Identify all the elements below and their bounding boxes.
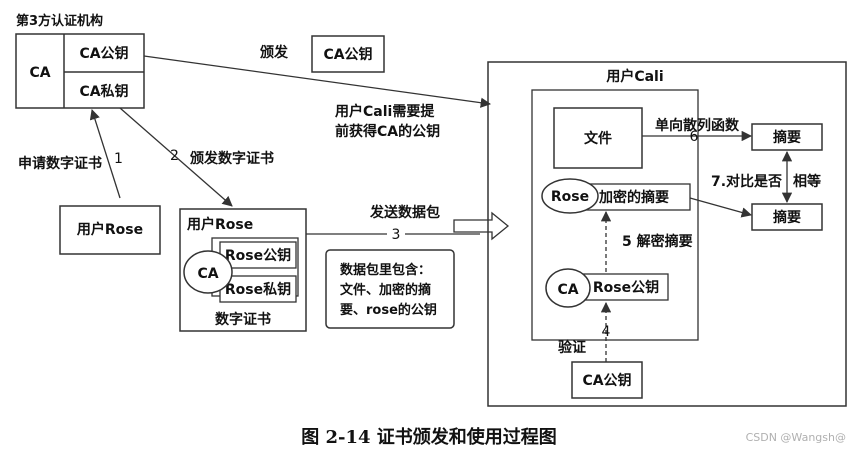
encrypted-digest-label: 加密的摘要 (598, 189, 669, 206)
ca-public-key-label: CA公钥 (79, 45, 128, 62)
packet-note-line3: 要、rose的公钥 (340, 302, 437, 318)
user-rose-label: 用户Rose (77, 221, 143, 238)
cali-note-line1: 用户Cali需要提 (335, 103, 435, 120)
issue-label: 颁发 (260, 44, 289, 61)
cali-ca-label: CA (557, 282, 578, 298)
packet-note-line2: 文件、加密的摘 (340, 282, 431, 298)
apply-certificate-label: 申请数字证书 (18, 155, 102, 172)
ca-authority-title: 第3方认证机构 (16, 13, 103, 29)
certificate-user-label: 用户Rose (187, 216, 253, 233)
user-rose-box (59, 205, 161, 255)
hash-function-label: 单向散列函数 (655, 117, 740, 134)
encrypted-to-digest-arrow (689, 197, 753, 218)
rose-seal (541, 178, 599, 214)
issue-step-number: 2 (170, 148, 179, 164)
certificate-box (179, 208, 307, 332)
certificate-private-key-label: Rose私钥 (225, 281, 291, 298)
ca-private-key-label: CA私钥 (79, 83, 128, 100)
digest-top-label: 摘要 (773, 129, 801, 146)
file-box (553, 107, 643, 169)
user-cali-box (487, 61, 847, 407)
certificate-ca-label: CA (197, 266, 218, 282)
digest-bottom-label: 摘要 (773, 209, 801, 226)
certificate-public-key-label: Rose公钥 (225, 247, 291, 264)
ca-authority-box (15, 33, 145, 109)
send-hollow-arrow (453, 211, 510, 241)
user-cali-label: 用户Cali (606, 68, 663, 85)
apply-certificate-arrow (89, 109, 121, 199)
file-label: 文件 (584, 130, 612, 147)
cali-ca-seal (545, 268, 591, 308)
issue-certificate-label: 颁发数字证书 (190, 150, 274, 167)
verify-step-number: 4 (602, 324, 611, 340)
watermark: CSDN @Wangsh@ (746, 431, 846, 444)
equal-label: 相等 (793, 173, 821, 190)
cali-ca-public-key-label: CA公钥 (582, 372, 631, 389)
cali-note-line2: 前获得CA的公钥 (335, 123, 440, 140)
rose-public-key-label: Rose公钥 (593, 279, 659, 296)
ca-to-cali-arrow (143, 55, 492, 108)
decrypt-label: 5 解密摘要 (622, 233, 693, 250)
figure-caption: 图 2-14 证书颁发和使用过程图 (301, 426, 557, 448)
apply-step-number: 1 (114, 151, 123, 167)
ca-label: CA (29, 65, 50, 81)
digest-top-box (751, 123, 823, 151)
issue-certificate-arrow (119, 107, 233, 207)
packet-note-line1: 数据包里包含： (340, 262, 431, 278)
send-packet-label: 发送数据包 (369, 204, 440, 221)
cali-inner-panel (531, 89, 699, 341)
certificate-caption: 数字证书 (215, 311, 271, 328)
certificate-ca-seal (183, 250, 233, 294)
hash-step-number: 6 (690, 129, 699, 145)
cali-ca-public-key-box (571, 361, 643, 399)
send-step-number: 3 (392, 227, 401, 243)
rose-seal-label: Rose (551, 189, 589, 205)
issued-ca-public-key-box (311, 35, 385, 73)
issued-ca-public-key-label: CA公钥 (323, 46, 372, 63)
compare-label: 7.对比是否 (711, 173, 782, 190)
packet-note-box (325, 249, 455, 329)
verify-label: 验证 (558, 339, 586, 356)
